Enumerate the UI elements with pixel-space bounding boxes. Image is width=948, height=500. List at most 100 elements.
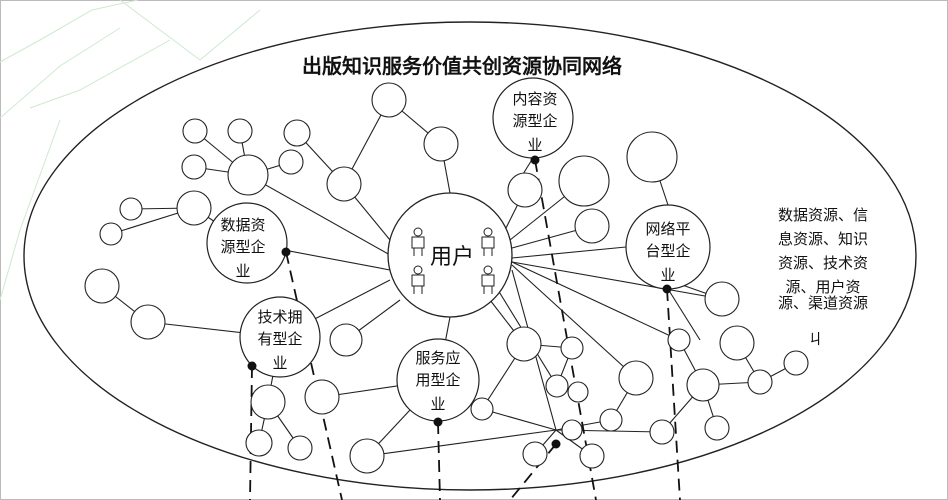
resource-node [176,190,212,226]
connection-dot [551,439,561,449]
connection-dot [281,247,291,257]
resources-note: 数据资源、信 息资源、知识 资源、技术资 源、用户资 源、渠道资源 [778,206,868,312]
tech-owning-enterprise-node: 技术拥 有型企 业 [239,296,321,378]
resource-node [227,118,253,144]
resource-node [626,131,678,183]
resource-node [667,328,691,352]
enterprise-label-line: 用型企 [415,371,460,389]
resources-note-line: 源、用户资 [785,278,860,296]
resource-node [119,197,143,221]
resource-node [599,408,623,432]
resource-node [278,149,304,175]
network-link [511,246,627,259]
network-platform-enterprise-node: 网络平 台型企 业 [625,204,711,290]
resource-node [558,155,610,207]
connection-dot [433,417,443,427]
resource-node [287,435,313,461]
resource-node [560,336,584,360]
person-icon [481,227,495,256]
resource-node [507,172,543,208]
enterprise-label-line: 网络平 [645,220,690,238]
enterprise-label-line: 服务应 [415,349,460,367]
enterprise-label-line: 业 [235,262,250,280]
network-boundary-ellipse [23,21,917,491]
enterprise-label-line: 业 [660,266,675,284]
resource-node [649,419,675,445]
enterprise-label-line: 业 [527,136,542,154]
dashed-connector [437,421,441,500]
dashed-connector [666,288,681,500]
resource-node [470,397,494,421]
enterprise-label-line: 源型企 [512,112,557,130]
resources-note-line: 息资源、知识 [778,230,868,248]
resource-node [567,381,589,403]
resource-node [574,208,610,244]
resource-node [686,368,720,402]
diagram-title: 出版知识服务价值共创资源协同网络 [302,54,622,78]
resource-node [783,350,809,376]
resource-node [304,379,340,415]
resource-node [181,154,207,180]
enterprise-label-line: 有型企 [257,330,302,348]
dashed-connector [509,443,557,500]
person-icon [481,265,495,294]
person-icon [411,227,425,256]
resource-node [423,126,459,162]
resources-note-line: 数据资源、信 [778,206,868,224]
person-icon [411,265,425,294]
enterprise-label-line: 源型企 [220,238,265,256]
resource-node [371,82,407,118]
connection-dots [247,155,672,449]
resource-node [99,222,123,246]
resource-node [227,154,269,196]
resources-note-line: 源、渠道资源 [778,294,868,312]
enterprise-label-line: 台型企 [645,242,690,260]
network-link [366,429,557,457]
enterprise-label-line: 业 [430,395,445,413]
resource-node [283,119,311,147]
network-link [511,261,680,341]
connection-dot [530,155,540,165]
network-link [511,264,637,379]
resource-node [618,360,654,396]
connection-dot [247,361,257,371]
resource-node [349,438,385,474]
resource-node [182,118,208,144]
resource-node [719,325,755,361]
resource-node [130,304,166,340]
network-link [511,261,723,300]
resource-node [747,369,773,395]
resource-node [506,326,542,362]
resource-node [326,166,362,202]
resource-node [704,281,740,317]
dashed-connector [534,159,597,500]
dashed-connector [285,251,343,500]
resource-node [561,419,583,441]
resource-node [545,374,569,398]
user-center-node: 用户 [387,192,513,318]
resource-node [704,415,730,441]
service-application-enterprise-node: 服务应 用型企 业 [396,338,480,422]
content-resource-enterprise-node: 内容资 源型企 业 [492,77,574,159]
stray-mark: ㄐ [808,330,823,348]
network-link [247,174,391,256]
enterprise-label-line: 技术拥 [257,308,302,326]
resource-node [250,384,286,420]
resources-note-line: 资源、技术资 [778,254,868,272]
resource-node [522,441,548,467]
background-decoration [0,0,261,301]
enterprise-label-line: 内容资 [512,90,557,108]
data-resource-enterprise-node: 数据资 源型企 业 [206,202,288,284]
network-nodes [84,82,809,474]
resource-node [329,323,363,357]
connection-dot [662,284,672,294]
enterprise-label-line: 数据资 [220,216,265,234]
resource-node [245,429,273,457]
resource-node [579,443,605,469]
network-link [481,408,557,431]
network-link [667,288,701,341]
resource-node [84,268,120,304]
enterprise-label-line: 业 [272,354,287,372]
user-label: 用户 [430,245,474,270]
